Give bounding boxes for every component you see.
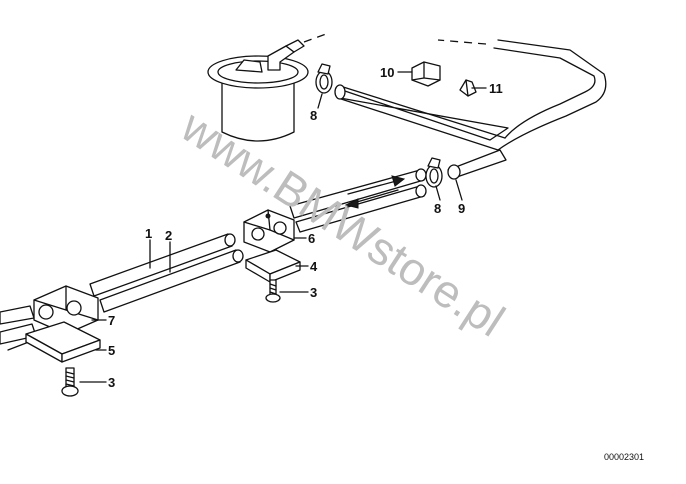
plate-5 [25,321,101,363]
reference-number: 00002301 [604,452,644,462]
callout-11: 11 [489,81,503,96]
line-holder-6 [243,209,295,253]
callout-8-upper: 8 [310,108,317,123]
callout-10: 10 [380,65,394,80]
callout-5: 5 [108,343,115,358]
callout-1: 1 [145,226,152,241]
callout-6: 6 [308,231,315,246]
bracket-item-10 [411,61,441,87]
callout-2: 2 [165,228,172,243]
callout-7: 7 [108,313,115,328]
line-holder-7 [33,285,99,335]
upper-hose-assembly [334,39,607,180]
screw-3-lower [61,367,79,397]
callout-3-lower: 3 [108,375,115,390]
watermark: www.BMWstore.pl [172,99,514,346]
fuel-filter-unit [207,33,327,142]
callout-4: 4 [310,259,318,274]
callout-8-lower: 8 [434,201,441,216]
callout-9: 9 [458,201,465,216]
callout-3-upper: 3 [310,285,317,300]
fuel-lines-1-2 [89,233,244,313]
leader-lines [79,71,487,383]
clip-item-11 [459,79,477,97]
middle-hose-pair [289,168,427,233]
plate-4 [245,249,301,283]
hose-clamp-upper [315,63,333,94]
screw-3-upper [265,279,281,303]
hose-clamp-lower [425,157,443,188]
